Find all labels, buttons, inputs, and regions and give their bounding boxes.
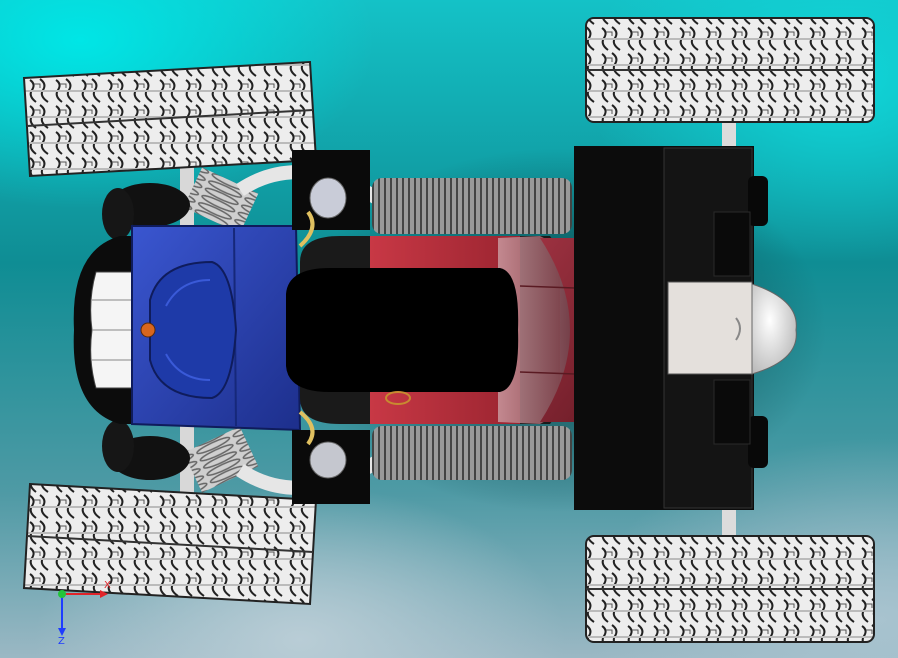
x-axis-label: X bbox=[104, 580, 111, 591]
origin-point-icon bbox=[58, 590, 66, 598]
front-suspension-bottom bbox=[102, 420, 259, 493]
headlight-icon bbox=[309, 441, 347, 479]
orientation-triad[interactable]: X Z bbox=[48, 576, 118, 646]
rear-light-assembly[interactable] bbox=[667, 281, 797, 375]
side-vent-bottom bbox=[372, 426, 572, 480]
side-vent-top bbox=[372, 178, 572, 234]
rear-left-tire[interactable] bbox=[585, 17, 875, 123]
z-axis-label: Z bbox=[58, 636, 65, 646]
front-left-tire[interactable] bbox=[22, 60, 318, 178]
front-bumper[interactable] bbox=[73, 236, 150, 424]
front-light-bracket-top bbox=[292, 150, 370, 248]
x-axis-arrow-icon bbox=[100, 590, 108, 598]
z-axis-arrow-icon bbox=[58, 628, 66, 636]
fuel-cap-icon bbox=[385, 391, 411, 405]
engine-hood[interactable] bbox=[131, 225, 302, 432]
hood-ornament-icon bbox=[140, 322, 156, 338]
front-right-tire[interactable] bbox=[22, 482, 318, 606]
rear-right-tire[interactable] bbox=[585, 535, 875, 643]
headlight-icon bbox=[309, 177, 347, 219]
front-light-bracket-bottom bbox=[292, 410, 370, 504]
front-suspension-top bbox=[102, 167, 259, 240]
